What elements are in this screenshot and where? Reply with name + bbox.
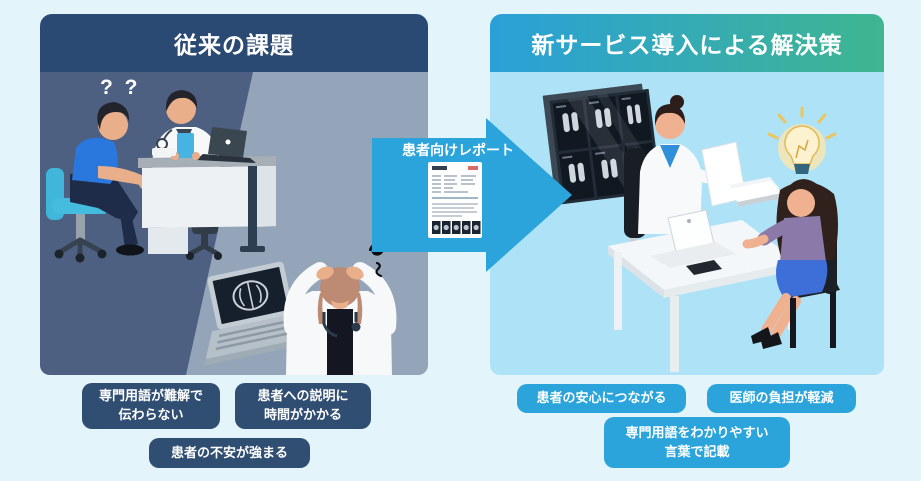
desk-laptop-icon	[650, 209, 736, 275]
issue-badge-time: 患者への説明に 時間がかかる	[235, 383, 371, 429]
doctor-explaining-icon	[638, 95, 718, 234]
brain-scan-laptop-icon	[203, 261, 325, 366]
patient-report-document-icon	[428, 162, 482, 238]
issue-badge-anxiety: 患者の不安が強まる	[149, 438, 310, 468]
left-scene-illustration	[40, 72, 397, 375]
tablet-icon	[152, 133, 200, 160]
right-scene-illustration	[542, 83, 840, 372]
patient-sitting-icon	[70, 102, 150, 256]
papers-stack-icon	[726, 177, 782, 207]
laptop-icon	[196, 127, 256, 163]
lightbulb-idea-icon	[767, 106, 837, 174]
question-marks-icon: ? ?	[100, 76, 141, 99]
benefit-badge-plain-language: 専門用語をわかりやすい 言葉で記載	[604, 417, 790, 468]
benefit-badge-workload: 医師の負担が軽減	[707, 384, 856, 413]
left-panel-title: 従来の課題	[40, 14, 428, 72]
issue-badge-jargon: 専門用語が難解で 伝わらない	[82, 383, 220, 429]
benefit-badge-reassurance: 患者の安心につながる	[517, 384, 686, 413]
stressed-doctor-icon	[283, 262, 397, 375]
patient-listening-icon	[742, 179, 840, 349]
arrow-label: 患者向けレポート	[402, 142, 514, 158]
right-panel-body	[490, 72, 884, 375]
left-panel-body: ? ?	[40, 72, 428, 375]
right-panel-title: 新サービス導入による解決策	[490, 14, 884, 72]
